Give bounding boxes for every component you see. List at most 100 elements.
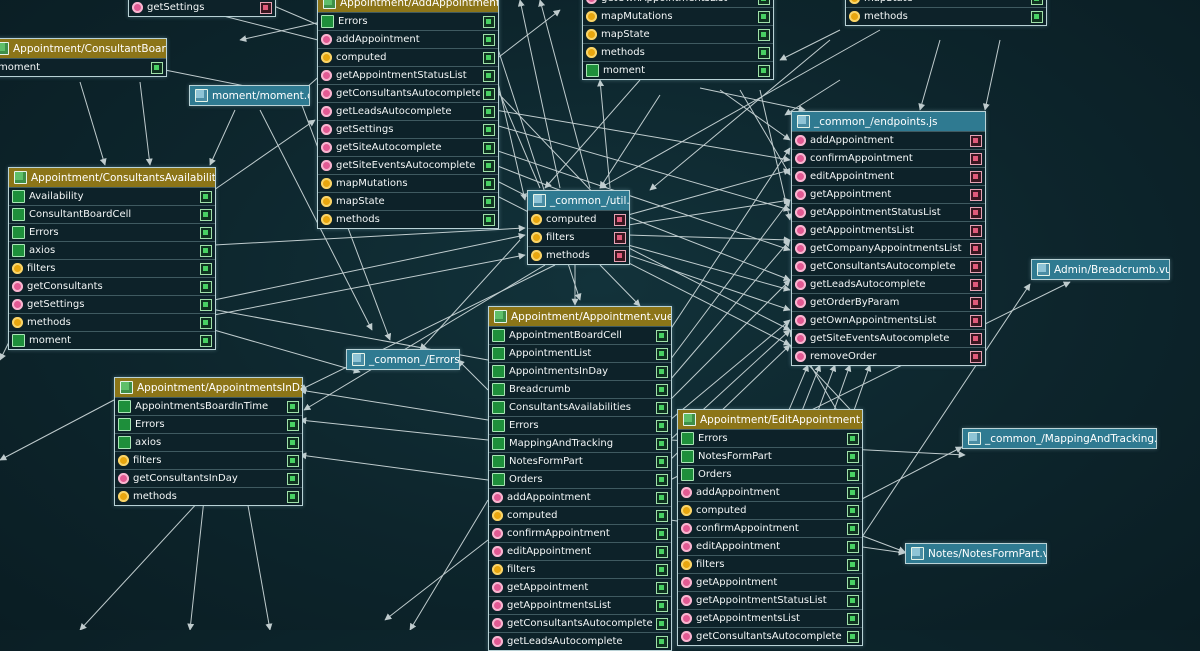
import-port-icon[interactable] — [483, 105, 495, 118]
import-port-icon[interactable] — [483, 213, 495, 226]
member-row[interactable]: methods — [528, 246, 629, 264]
member-row[interactable]: getSettings — [9, 295, 215, 313]
node-moment-dts[interactable]: moment/moment.d.ts — [189, 85, 310, 106]
member-row[interactable]: confirmAppointment — [792, 149, 985, 167]
member-row[interactable]: filters — [9, 259, 215, 277]
member-row[interactable]: Orders — [489, 470, 671, 488]
node-header[interactable]: Admin/Breadcrumb.vue — [1032, 260, 1169, 279]
export-port-icon[interactable] — [970, 350, 982, 363]
member-row[interactable]: getCompanyAppointmentsList — [792, 239, 985, 257]
node-header[interactable]: Notes/NotesFormPart.vue — [906, 544, 1046, 563]
node-add-appointment[interactable]: Appointment/AddAppointment.vueErrorsaddA… — [317, 0, 499, 229]
import-port-icon[interactable] — [758, 64, 770, 77]
member-row[interactable]: getAppointment — [678, 573, 862, 591]
member-row[interactable]: AppointmentsInDay — [489, 362, 671, 380]
member-row[interactable]: moment — [9, 331, 215, 349]
member-row[interactable]: Breadcrumb — [489, 380, 671, 398]
import-port-icon[interactable] — [656, 347, 668, 360]
member-row[interactable]: Errors — [115, 415, 302, 433]
node-header[interactable]: moment/moment.d.ts — [190, 86, 309, 105]
import-port-icon[interactable] — [656, 509, 668, 522]
import-port-icon[interactable] — [758, 10, 770, 23]
member-row[interactable]: getConsultantsAutocomplete — [489, 614, 671, 632]
import-port-icon[interactable] — [656, 473, 668, 486]
node-consultants-availabilities[interactable]: Appointment/ConsultantsAvailabilities.vu… — [8, 167, 216, 350]
member-row[interactable]: AppointmentList — [489, 344, 671, 362]
import-port-icon[interactable] — [200, 316, 212, 329]
member-row[interactable]: computed — [528, 210, 629, 228]
member-row[interactable]: methods — [115, 487, 302, 505]
member-row[interactable]: getOwnAppointmentsList — [792, 311, 985, 329]
member-row[interactable]: getSiteAutocomplete — [318, 138, 498, 156]
member-row[interactable]: getConsultants — [9, 277, 215, 295]
import-port-icon[interactable] — [483, 141, 495, 154]
import-port-icon[interactable] — [483, 33, 495, 46]
import-port-icon[interactable] — [656, 635, 668, 648]
node-header[interactable]: Appointment/EditAppointment.vue — [678, 410, 862, 429]
import-port-icon[interactable] — [847, 594, 859, 607]
import-port-icon[interactable] — [200, 208, 212, 221]
node-util-js[interactable]: _common_/util.jscomputedfiltersmethods — [527, 190, 630, 265]
member-row[interactable]: ConsultantsAvailabilities — [489, 398, 671, 416]
member-row[interactable]: mapState — [583, 25, 773, 43]
export-port-icon[interactable] — [970, 278, 982, 291]
import-port-icon[interactable] — [287, 472, 299, 485]
import-port-icon[interactable] — [200, 280, 212, 293]
import-port-icon[interactable] — [847, 486, 859, 499]
member-row[interactable]: confirmAppointment — [678, 519, 862, 537]
member-row[interactable]: methods — [9, 313, 215, 331]
member-row[interactable]: methods — [583, 43, 773, 61]
import-port-icon[interactable] — [656, 491, 668, 504]
import-port-icon[interactable] — [847, 432, 859, 445]
import-port-icon[interactable] — [656, 329, 668, 342]
node-header[interactable]: Appointment/ConsultantBoardCell.vue — [0, 39, 166, 58]
member-row[interactable]: getOrderByParam — [792, 293, 985, 311]
member-row[interactable]: getAppointmentsList — [489, 596, 671, 614]
import-port-icon[interactable] — [847, 468, 859, 481]
member-row[interactable]: moment — [583, 61, 773, 79]
member-row[interactable]: getLeadsAutocomplete — [489, 632, 671, 650]
member-row[interactable]: getAppointmentStatusList — [318, 66, 498, 84]
member-row[interactable]: getConsultantsAutocomplete — [792, 257, 985, 275]
member-row[interactable]: axios — [9, 241, 215, 259]
import-port-icon[interactable] — [656, 419, 668, 432]
node-breadcrumb[interactable]: Admin/Breadcrumb.vue — [1031, 259, 1170, 280]
member-row[interactable]: filters — [115, 451, 302, 469]
import-port-icon[interactable] — [287, 436, 299, 449]
import-port-icon[interactable] — [151, 61, 163, 74]
member-row[interactable]: MappingAndTracking — [489, 434, 671, 452]
member-row[interactable]: methods — [318, 210, 498, 228]
member-row[interactable]: getLeadsAutocomplete — [318, 102, 498, 120]
import-port-icon[interactable] — [847, 522, 859, 535]
member-row[interactable]: getAppointmentStatusList — [792, 203, 985, 221]
import-port-icon[interactable] — [847, 540, 859, 553]
import-port-icon[interactable] — [483, 123, 495, 136]
member-row[interactable]: editAppointment — [678, 537, 862, 555]
import-port-icon[interactable] — [483, 69, 495, 82]
member-row[interactable]: getOwnAppointmentsList — [583, 0, 773, 7]
member-row[interactable]: methods — [846, 7, 1046, 25]
member-row[interactable]: filters — [489, 560, 671, 578]
node-edit-appointment[interactable]: Appointment/EditAppointment.vueErrorsNot… — [677, 409, 863, 646]
import-port-icon[interactable] — [483, 195, 495, 208]
member-row[interactable]: getAppointmentStatusList — [678, 591, 862, 609]
member-row[interactable]: NotesFormPart — [678, 447, 862, 465]
member-row[interactable]: mapState — [318, 192, 498, 210]
export-port-icon[interactable] — [970, 224, 982, 237]
node-top-mid[interactable]: getOwnAppointmentsListmapMutationsmapSta… — [582, 0, 774, 80]
member-row[interactable]: AppointmentBoardCell — [489, 326, 671, 344]
member-row[interactable]: getConsultantsInDay — [115, 469, 302, 487]
member-row[interactable]: getSiteEventsAutocomplete — [792, 329, 985, 347]
member-row[interactable]: getAppointmentsList — [678, 609, 862, 627]
import-port-icon[interactable] — [847, 576, 859, 589]
member-row[interactable]: filters — [678, 555, 862, 573]
import-port-icon[interactable] — [1031, 0, 1043, 5]
import-port-icon[interactable] — [483, 51, 495, 64]
import-port-icon[interactable] — [483, 177, 495, 190]
member-row[interactable]: computed — [678, 501, 862, 519]
import-port-icon[interactable] — [847, 612, 859, 625]
node-header[interactable]: Appointment/ConsultantsAvailabilities.vu… — [9, 168, 215, 187]
